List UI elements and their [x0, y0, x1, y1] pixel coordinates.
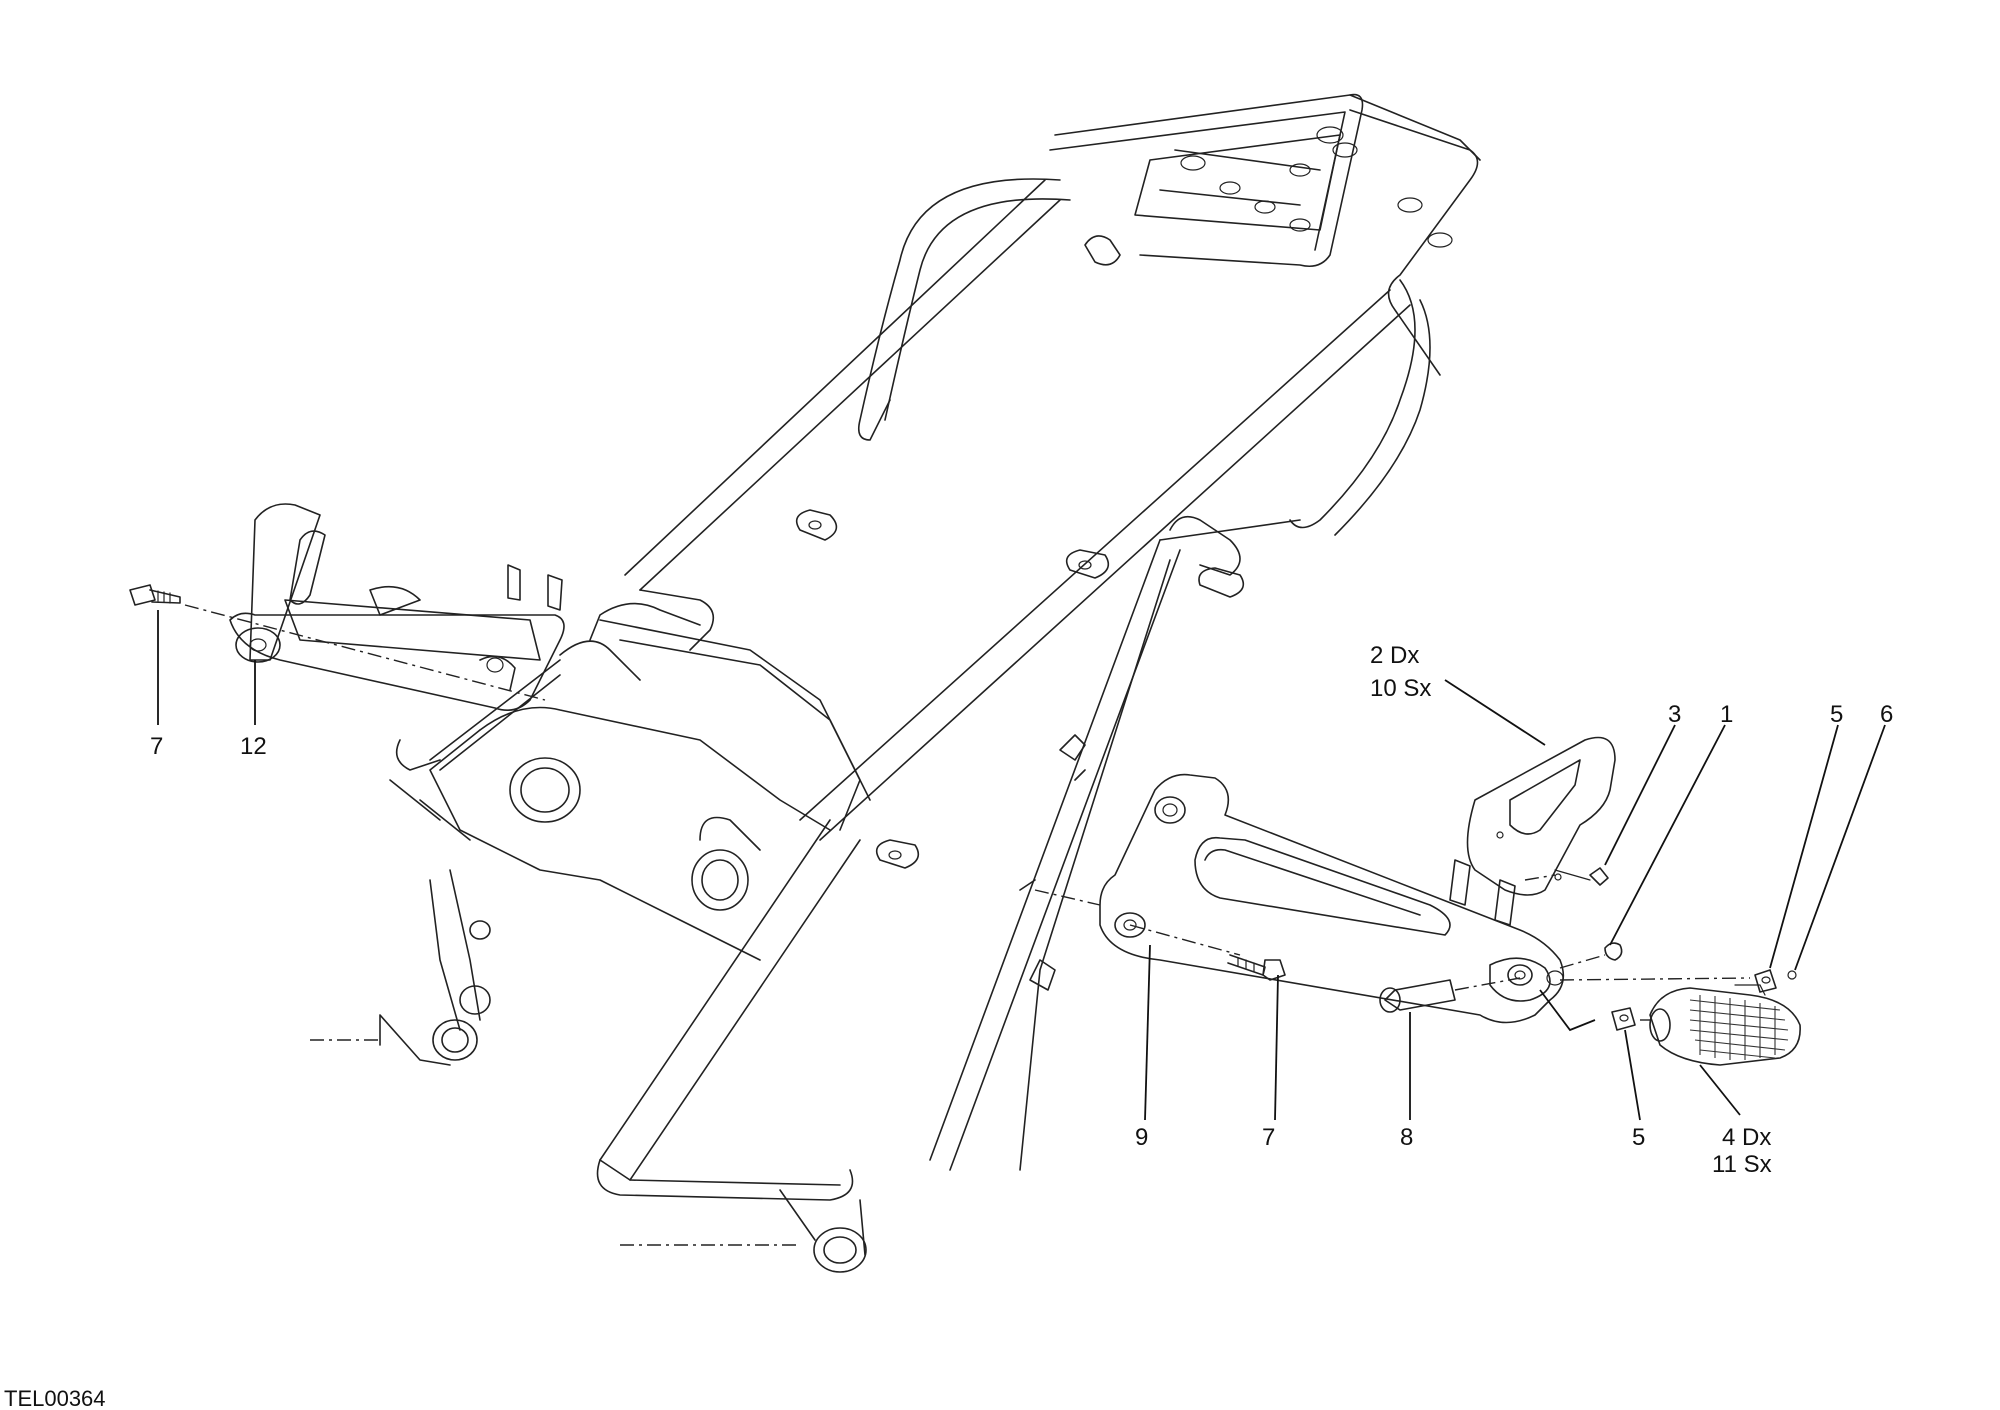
retaining-clip: [1559, 942, 1623, 969]
left-footpeg-bracket: [229, 503, 565, 711]
right-footpeg-bracket: [1099, 773, 1565, 1024]
callout-5-top: 5: [1830, 701, 1843, 728]
callout-7-left: 7: [150, 733, 163, 760]
footpeg-pin: [1379, 977, 1521, 1013]
callout-11-sx: 11 Sx: [1712, 1151, 1772, 1178]
callout-5-bottom: 5: [1632, 1124, 1645, 1151]
left-assembly-line: [184, 604, 546, 701]
callout-10-sx: 10 Sx: [1370, 675, 1431, 702]
left-bolt: [129, 584, 181, 606]
heel-guard-bolt: [1524, 867, 1609, 886]
callout-12: 12: [240, 733, 267, 760]
leader-lines: [157, 610, 1886, 1121]
callout-7-right: 7: [1262, 1124, 1275, 1151]
heel-guard: [1466, 736, 1616, 896]
spacer-top: [1754, 969, 1777, 993]
bolt-axis-line: [1129, 924, 1241, 956]
right-bolt: [1227, 954, 1286, 981]
motorcycle-frame: [310, 93, 1481, 1273]
drawing-code: TEL00364: [4, 1386, 106, 1410]
right-mounting-line: [1034, 889, 1101, 906]
footpeg-rubber: [1640, 984, 1801, 1066]
spacer-axis-line: [1559, 977, 1751, 981]
callout-9: 9: [1135, 1124, 1148, 1151]
cotter-pin: [1787, 970, 1797, 980]
callout-4-dx: 4 Dx: [1722, 1124, 1771, 1151]
callout-3: 3: [1668, 701, 1681, 728]
callout-6: 6: [1880, 701, 1893, 728]
callout-8: 8: [1400, 1124, 1413, 1151]
spacer-bottom: [1611, 1007, 1636, 1031]
callout-2-dx: 2 Dx: [1370, 642, 1419, 669]
callout-1: 1: [1720, 701, 1733, 728]
